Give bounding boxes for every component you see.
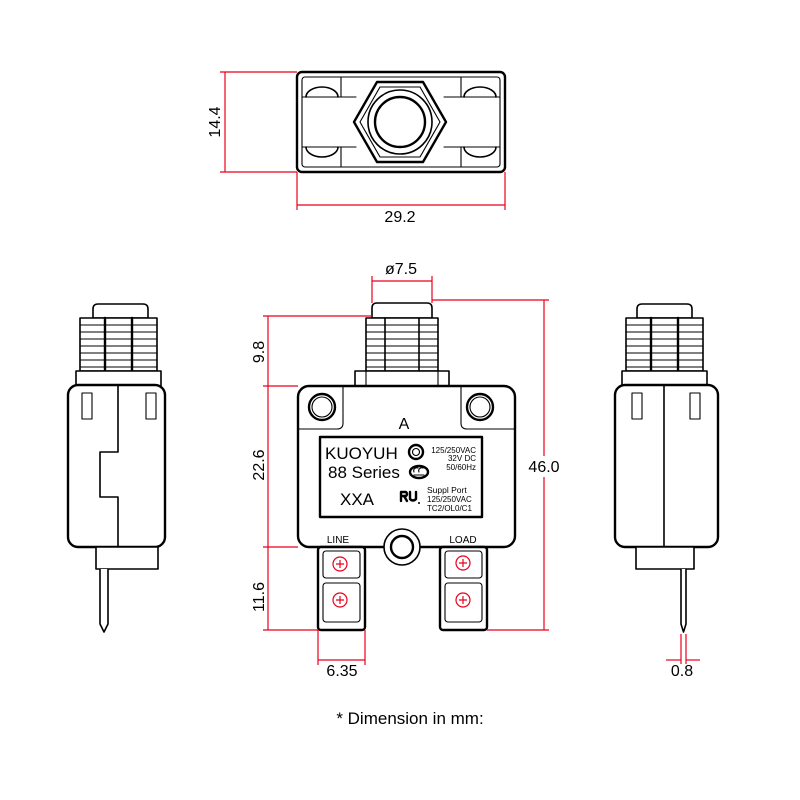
label-approval-code: TC2/OL0/C1 (427, 504, 472, 513)
front-view-dimensions: ø7.5 9.8 22.6 11.6 46.0 6.35 (251, 261, 565, 680)
label-series: 88 Series (328, 463, 400, 482)
top-view (295, 70, 507, 174)
housing-notch (631, 392, 643, 420)
terminal-outline (316, 545, 367, 632)
top-view-inner-outline (301, 76, 501, 168)
mounting-slot (463, 86, 497, 98)
dimension-label-depth: 14.4 (207, 106, 224, 137)
terminal-base (322, 550, 361, 579)
dimension-label-pin-thickness: 0.8 (671, 663, 693, 680)
mounting-slot (305, 146, 339, 158)
dimension-label-terminal-width: 6.35 (326, 663, 357, 680)
center-mark (455, 592, 471, 608)
left-side-view (66, 303, 167, 633)
center-mark-cross (459, 559, 467, 567)
terminal-tab (322, 582, 361, 623)
label-approval: Suppl Port (427, 485, 467, 495)
mounting-hole-left (307, 392, 337, 422)
label-approval-rating: 125/250VAC (427, 495, 472, 504)
terminal-load (438, 545, 489, 632)
pin-thickness-dimension: 0.8 (666, 634, 700, 680)
mounting-hole-right (465, 392, 495, 422)
terminal-tab (444, 582, 483, 623)
dimension-label-overall-height: 46.0 (528, 459, 559, 476)
label-brand: KUOYUH (325, 444, 398, 463)
button-nut (621, 370, 708, 387)
button-top (373, 95, 427, 149)
mounting-hole-left-inner (311, 396, 333, 418)
housing-notch (145, 392, 157, 420)
top-view-dimensions: 14.4 29.2 (207, 71, 506, 226)
label-model: XXA (340, 490, 375, 509)
dimension-label-width: 29.2 (384, 209, 415, 226)
terminal-pin-side (99, 569, 109, 633)
button-thread-body (625, 317, 704, 372)
breaker-housing-side (613, 383, 720, 549)
bottom-boss (383, 528, 421, 566)
dimension-label-backing (523, 456, 565, 477)
button-thread-body (365, 317, 439, 372)
center-mark-cross (336, 596, 344, 604)
dimension-label-terminal-length: 11.6 (251, 582, 268, 612)
terminal-line (316, 545, 367, 632)
recognized-mark-dot (418, 502, 420, 504)
left-button-threads (79, 324, 158, 368)
button-cap (92, 303, 149, 319)
center-mark (332, 592, 348, 608)
housing-shoulder (460, 386, 515, 430)
ccc-mark-icon (408, 464, 430, 480)
housing-shoulder (298, 386, 344, 430)
housing-notch (689, 392, 701, 420)
center-mark-circle (332, 592, 348, 608)
units-footnote: * Dimension in mm: (336, 709, 483, 728)
front-button-threads (365, 324, 439, 368)
mounting-slot (305, 86, 339, 98)
current-rating-letter: A (399, 416, 410, 433)
button-top-outer (367, 89, 433, 155)
dimension-label-button-diameter: ø7.5 (385, 261, 417, 278)
button-thread-body (79, 317, 158, 372)
label-frequency: 50/60Hz (446, 463, 476, 472)
button-nut (75, 370, 162, 387)
terminal-base-side (635, 546, 695, 570)
label-frame (318, 435, 484, 519)
recognized-component-mark-icon (399, 490, 418, 503)
housing-notch (81, 392, 93, 420)
center-mark (455, 555, 471, 571)
button-nut (354, 370, 450, 387)
dimension-label-body-height: 22.6 (251, 449, 268, 480)
label-ac-rating: 125/250VAC (431, 446, 476, 455)
housing-seam (99, 385, 119, 548)
certification-mark-icon-inner (411, 447, 421, 457)
terminal-base-side (95, 546, 159, 570)
terminal-label-load: LOAD (449, 535, 476, 546)
right-button-threads (625, 324, 704, 368)
terminal-outline (438, 545, 489, 632)
terminal-label-line: LINE (327, 535, 350, 546)
center-mark-circle (455, 555, 471, 571)
product-label: KUOYUH 88 Series XXA 125/250VAC 32V DC 5… (318, 435, 484, 519)
hex-nut-inner (359, 86, 441, 158)
center-mark (332, 556, 348, 572)
terminal-pin-side (680, 569, 687, 633)
terminal-base (444, 550, 483, 579)
button-cap (371, 302, 433, 319)
front-view: A KUOYUH 88 Series XXA 125/250VAC 32V DC… (296, 302, 517, 632)
bottom-boss-hole (389, 534, 415, 560)
label-dc-rating: 32V DC (448, 454, 476, 463)
center-mark-cross (336, 560, 344, 568)
button-cap (636, 303, 693, 319)
mounting-slot (463, 146, 497, 158)
right-side-view (613, 303, 720, 633)
certification-mark-icon (407, 443, 425, 461)
center-mark-circle (455, 592, 471, 608)
dimension-label-button-height: 9.8 (251, 341, 268, 363)
center-mark-circle (332, 556, 348, 572)
center-mark-cross (459, 596, 467, 604)
mounting-hole-right-inner (469, 396, 491, 418)
ccc-mark-icon-detail (413, 467, 425, 476)
